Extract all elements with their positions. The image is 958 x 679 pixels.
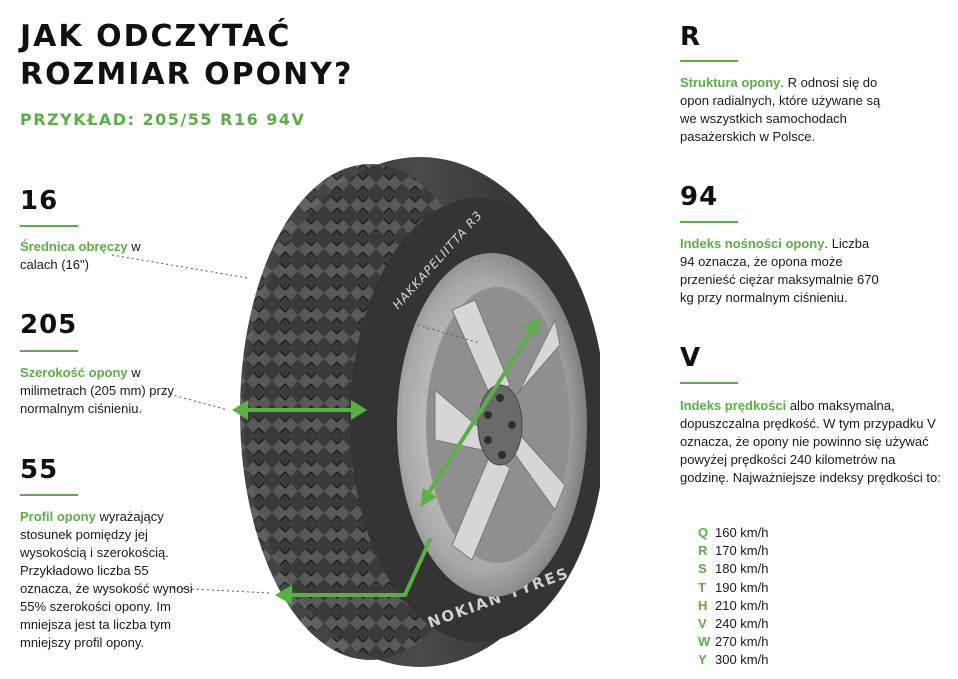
desc-speed-index: Indeks prędkości albo maksymalna, dopusz… <box>680 398 941 485</box>
desc-load-index: Indeks nośności opony. Liczba 94 oznacza… <box>680 236 879 305</box>
example-subtitle: PRZYKŁAD: 205/55 R16 94V <box>20 110 306 129</box>
desc-rim-diameter: Średnica obręczy w calach (16") <box>20 239 141 272</box>
code-V-underline <box>680 382 738 384</box>
lug-nuts <box>484 394 516 459</box>
code-55-underline <box>20 494 78 496</box>
title-line-1: JAK ODCZYTAĆ <box>20 19 292 54</box>
leader-width <box>164 392 229 411</box>
leader-profile <box>171 587 271 594</box>
desc-profile: Profil opony wyrażający stosunek pomiędz… <box>20 509 193 650</box>
profile-arrow <box>286 538 432 597</box>
page-title: JAK ODCZYTAĆ ROZMIAR OPONY? <box>20 18 353 94</box>
code-16-underline <box>20 225 78 227</box>
wheel-spokes <box>434 299 566 561</box>
code-V: V <box>680 343 702 373</box>
code-94: 94 <box>680 182 719 212</box>
desc-width: Szerokość opony w milimetrach (205 mm) p… <box>20 365 174 416</box>
code-205-underline <box>20 350 78 352</box>
code-205: 205 <box>20 310 78 340</box>
code-55: 55 <box>20 455 59 485</box>
diameter-arrow <box>426 328 534 496</box>
wheel-hub <box>477 384 523 466</box>
title-line-2: ROZMIAR OPONY? <box>20 57 354 92</box>
desc-structure: Struktura opony. R odnosi się do opon ra… <box>680 75 881 144</box>
leader-rim-to-wheel <box>417 324 481 344</box>
code-R-underline <box>680 60 738 62</box>
code-94-underline <box>680 221 738 223</box>
code-16: 16 <box>20 186 59 216</box>
code-R: R <box>680 22 702 52</box>
